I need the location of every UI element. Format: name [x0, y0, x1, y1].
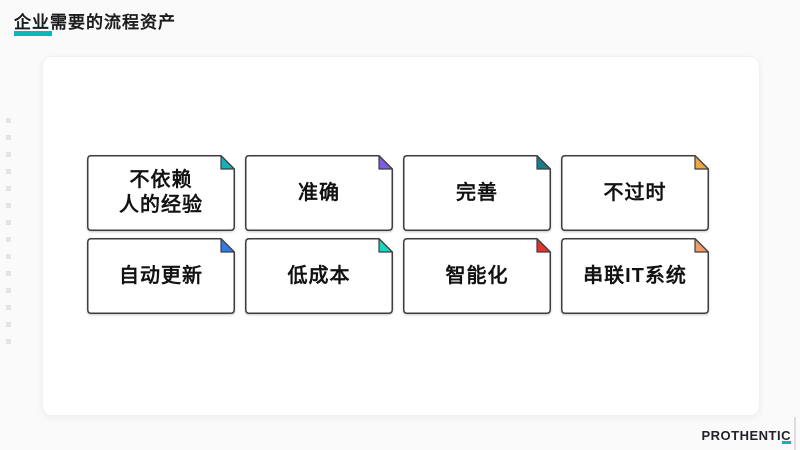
folded-note-shape: [403, 155, 551, 231]
process-asset-card: 完善: [403, 155, 551, 231]
folded-note-shape: [87, 238, 235, 314]
slide-panel: [42, 56, 760, 416]
folded-note-shape: [245, 238, 393, 314]
left-edge-tick-marks: [6, 118, 14, 356]
process-asset-card-grid: 不依赖 人的经验 准确 完善 不过时自动更新 低成本 智能化 串联IT系统: [87, 155, 709, 314]
folded-note-shape: [245, 155, 393, 231]
fold-corner-icon: [220, 155, 235, 170]
process-asset-card: 准确: [245, 155, 393, 231]
card-label: 不过时: [603, 181, 667, 204]
fold-corner-icon: [378, 238, 393, 253]
fold-corner-icon: [536, 155, 551, 170]
card-label: 准确: [298, 181, 340, 204]
card-label: 自动更新: [119, 264, 203, 287]
right-edge-divider: [794, 417, 796, 450]
process-asset-card: 不过时: [561, 155, 709, 231]
fold-corner-icon: [378, 155, 393, 170]
title-underline-accent: [14, 31, 52, 36]
process-asset-card: 不依赖 人的经验: [87, 155, 235, 231]
logo-accent-bar: [782, 441, 791, 444]
fold-corner-icon: [536, 238, 551, 253]
folded-note-shape: [403, 238, 551, 314]
process-asset-card: 低成本: [245, 238, 393, 314]
folded-note-shape: [87, 155, 235, 231]
prothentic-logo: PROTHENTIC: [701, 428, 791, 443]
card-label: 智能化: [445, 264, 509, 287]
folded-note-shape: [561, 238, 709, 314]
card-label: 不依赖 人的经验: [119, 169, 203, 216]
card-label: 完善: [456, 181, 498, 204]
process-asset-card: 智能化: [403, 238, 551, 314]
process-asset-card: 串联IT系统: [561, 238, 709, 314]
card-label: 低成本: [287, 264, 351, 287]
card-label: 串联IT系统: [583, 264, 687, 287]
folded-note-shape: [561, 155, 709, 231]
fold-corner-icon: [694, 238, 709, 253]
fold-corner-icon: [220, 238, 235, 253]
process-asset-card: 自动更新: [87, 238, 235, 314]
fold-corner-icon: [694, 155, 709, 170]
page-title: 企业需要的流程资产: [14, 13, 176, 32]
